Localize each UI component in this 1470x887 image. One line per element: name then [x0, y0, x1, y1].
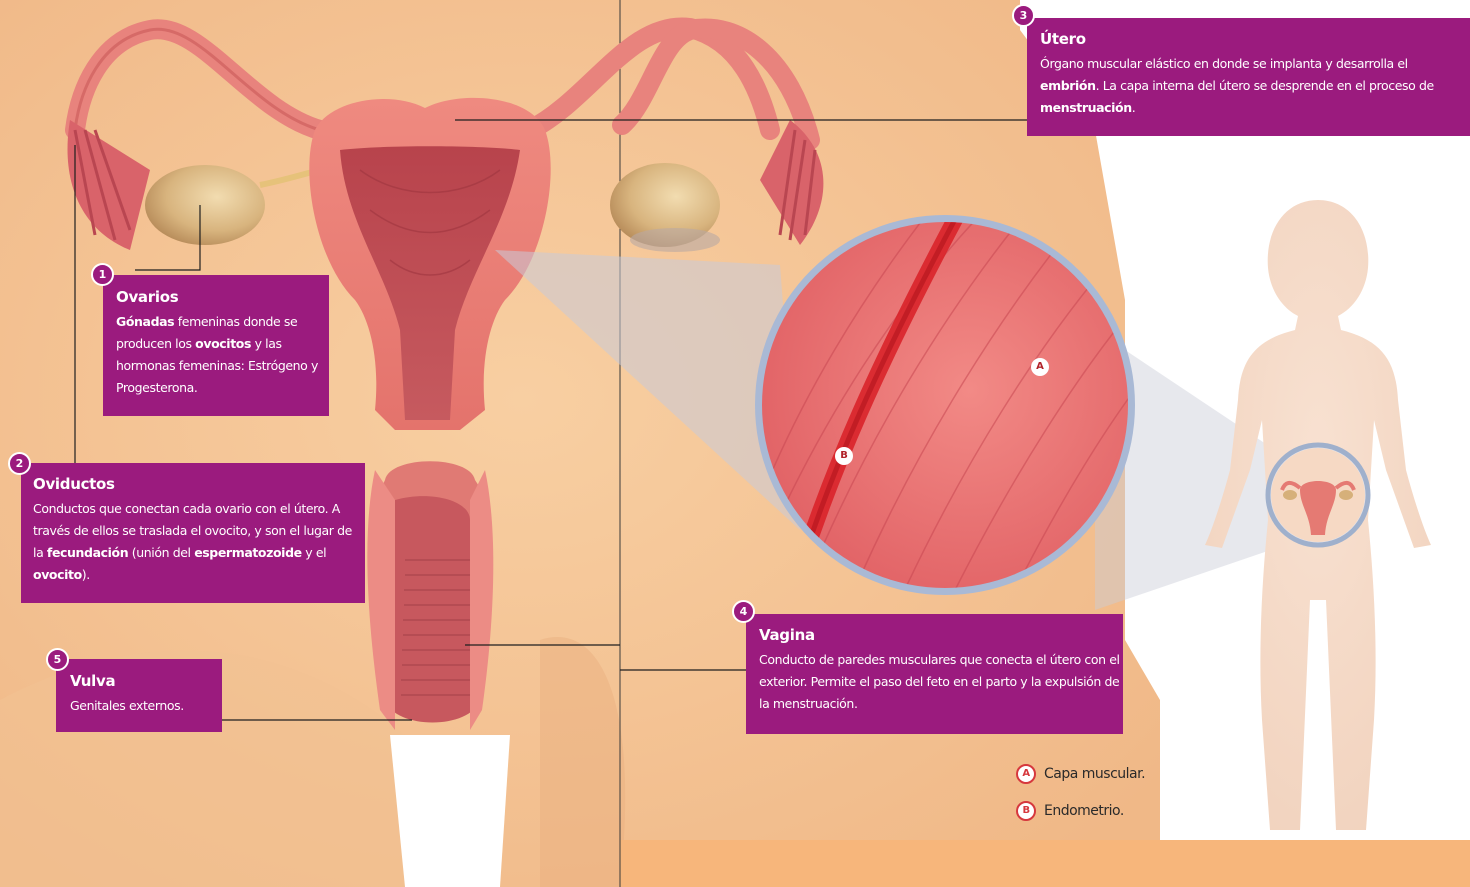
- number-badge: 4: [732, 600, 755, 623]
- callout-body: Conducto de paredes musculares que conec…: [759, 649, 1123, 715]
- callout-ovarios: Ovarios Gónadas femeninas donde se produ…: [103, 275, 329, 416]
- number-badge: 1: [91, 263, 114, 286]
- callout-utero: Útero Órgano muscular elástico en donde …: [1027, 18, 1470, 136]
- callout-body: Conductos que conectan cada ovario con e…: [33, 498, 365, 586]
- callout-title: Vulva: [70, 672, 222, 690]
- marker-b: B: [835, 447, 853, 465]
- callout-body: Órgano muscular elástico en donde se imp…: [1040, 53, 1470, 119]
- callout-body: Genitales externos.: [70, 695, 222, 717]
- legend-label: Capa muscular.: [1044, 766, 1145, 782]
- legend-label: Endometrio.: [1044, 803, 1124, 819]
- number-badge: 3: [1012, 4, 1035, 27]
- ovary-left: [145, 165, 265, 245]
- white-cloth: [390, 735, 510, 887]
- legend-item-b: B Endometrio.: [1016, 801, 1124, 821]
- callout-vulva: Vulva Genitales externos.: [56, 659, 222, 732]
- legend-badge: B: [1016, 801, 1036, 821]
- callout-title: Ovarios: [116, 288, 329, 306]
- callout-vagina: Vagina Conducto de paredes musculares qu…: [746, 614, 1123, 734]
- legend-item-a: A Capa muscular.: [1016, 764, 1145, 784]
- callout-oviductos: Oviductos Conductos que conectan cada ov…: [21, 463, 365, 603]
- marker-a: A: [1031, 358, 1049, 376]
- callout-title: Útero: [1040, 30, 1470, 48]
- bottom-band: [620, 840, 1470, 887]
- callout-body: Gónadas femeninas donde se producen los …: [116, 311, 329, 399]
- number-badge: 5: [46, 648, 69, 671]
- callout-title: Vagina: [759, 626, 1123, 644]
- legend-badge: A: [1016, 764, 1036, 784]
- callout-title: Oviductos: [33, 475, 365, 493]
- number-badge: 2: [8, 452, 31, 475]
